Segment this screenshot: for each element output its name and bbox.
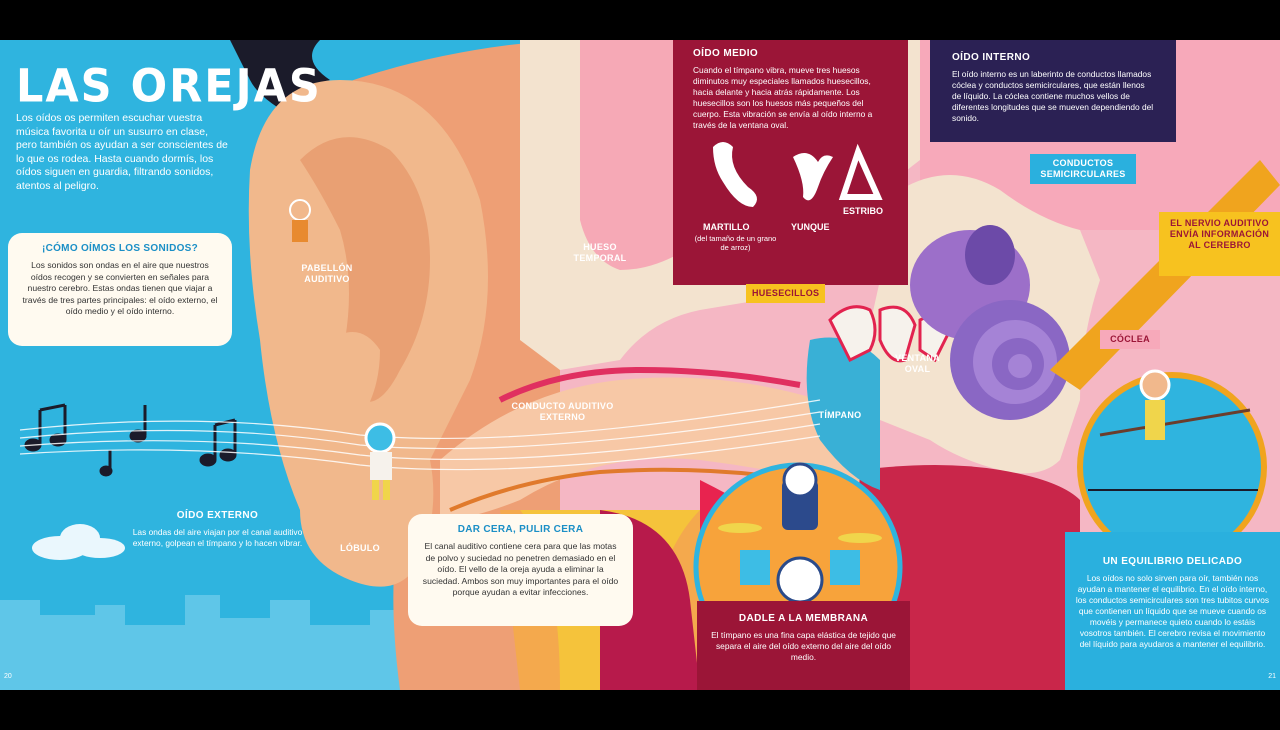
- how-we-hear-box: ¡CÓMO OÍMOS LOS SONIDOS? Los sonidos son…: [8, 233, 232, 346]
- page-number-right: 21: [1268, 673, 1276, 680]
- astronaut-cat-small: [289, 199, 311, 242]
- label-lobe: LÓBULO: [340, 543, 380, 553]
- ear-canal: [440, 377, 880, 520]
- label-pinna: PABELLÓN AUDITIVO: [301, 263, 353, 284]
- outer-ear-text: Las ondas del aire viajan por el canal a…: [132, 527, 303, 548]
- earwax-text: El canal auditivo contiene cera para que…: [422, 541, 619, 597]
- membrane-text: El tímpano es una fina capa elástica de …: [711, 630, 896, 662]
- inner-ear-box: OÍDO INTERNO El oído interno es un laber…: [930, 40, 1176, 142]
- outer-ear-box: OÍDO EXTERNO Las ondas del aire viajan p…: [130, 510, 305, 549]
- bone-label-hammer: MARTILLO: [703, 222, 750, 232]
- bone-label-stirrup: ESTRIBO: [843, 206, 884, 216]
- hair: [230, 40, 330, 120]
- earwax-box: DAR CERA, PULIR CERA El canal auditivo c…: [408, 514, 633, 626]
- label-auditory-nerve: EL NERVIO AUDITIVO ENVÍA INFORMACIÓN AL …: [1159, 212, 1280, 276]
- label-ossicles: HUESECILLOS: [746, 284, 826, 303]
- middle-ear-text: Cuando el tímpano vibra, mueve tres hues…: [693, 65, 873, 130]
- earwax-title: DAR CERA, PULIR CERA: [457, 524, 584, 535]
- label-semicircular-canals: CONDUCTOS SEMICIRCULARES: [1030, 154, 1136, 184]
- membrane-title: DADLE A LA MEMBRANA: [738, 613, 869, 624]
- stirrup-icon: [838, 143, 883, 200]
- label-oval-window: VENTANA OVAL: [895, 353, 940, 374]
- inner-ear-text: El oído interno es un laberinto de condu…: [952, 69, 1154, 123]
- how-we-hear-title: ¡CÓMO OÍMOS LOS SONIDOS?: [41, 243, 199, 254]
- anvil-icon: [793, 153, 833, 201]
- label-ear-canal: CONDUCTO AUDITIVO EXTERNO: [511, 401, 614, 422]
- page-number-left: 20: [4, 673, 12, 680]
- how-we-hear-text: Los sonidos son ondas en el aire que nue…: [22, 260, 218, 316]
- label-temporal-bone: HUESO TEMPORAL: [573, 242, 627, 263]
- eardrum: [806, 337, 880, 490]
- balance-title: UN EQUILIBRIO DELICADO: [1102, 556, 1243, 567]
- label-eardrum: TÍMPANO: [818, 410, 862, 420]
- intro-text: Los oídos os permiten escuchar vuestra m…: [16, 112, 228, 192]
- hammer-icon: [713, 142, 757, 207]
- music-notes: [24, 403, 237, 477]
- balance-box: UN EQUILIBRIO DELICADO Los oídos no solo…: [1065, 532, 1280, 690]
- bone-label-anvil: YUNQUE: [791, 222, 830, 232]
- city-skyline-left: [0, 595, 410, 690]
- balance-text: Los oídos no solo sirven para oír, tambi…: [1075, 573, 1270, 649]
- middle-ear-box: OÍDO MEDIO Cuando el tímpano vibra, muev…: [673, 40, 908, 285]
- inner-ear-title: OÍDO INTERNO: [952, 52, 1031, 63]
- book-spread: LAS OREJAS Los oídos os permiten escucha…: [0, 40, 1280, 690]
- middle-ear-title: OÍDO MEDIO: [693, 48, 759, 59]
- outer-ear-title: OÍDO EXTERNO: [176, 510, 259, 521]
- membrane-box: DADLE A LA MEMBRANA El tímpano es una fi…: [697, 601, 910, 690]
- page-title: LAS OREJAS: [16, 60, 322, 114]
- astronaut-cat: [364, 422, 396, 500]
- cloud: [32, 524, 125, 560]
- label-cochlea: CÓCLEA: [1100, 330, 1160, 349]
- ossicles-icons: [713, 142, 883, 207]
- ear-illustration: [0, 40, 1280, 690]
- bone-size-note: (del tamaño de un grano de arroz): [694, 234, 777, 252]
